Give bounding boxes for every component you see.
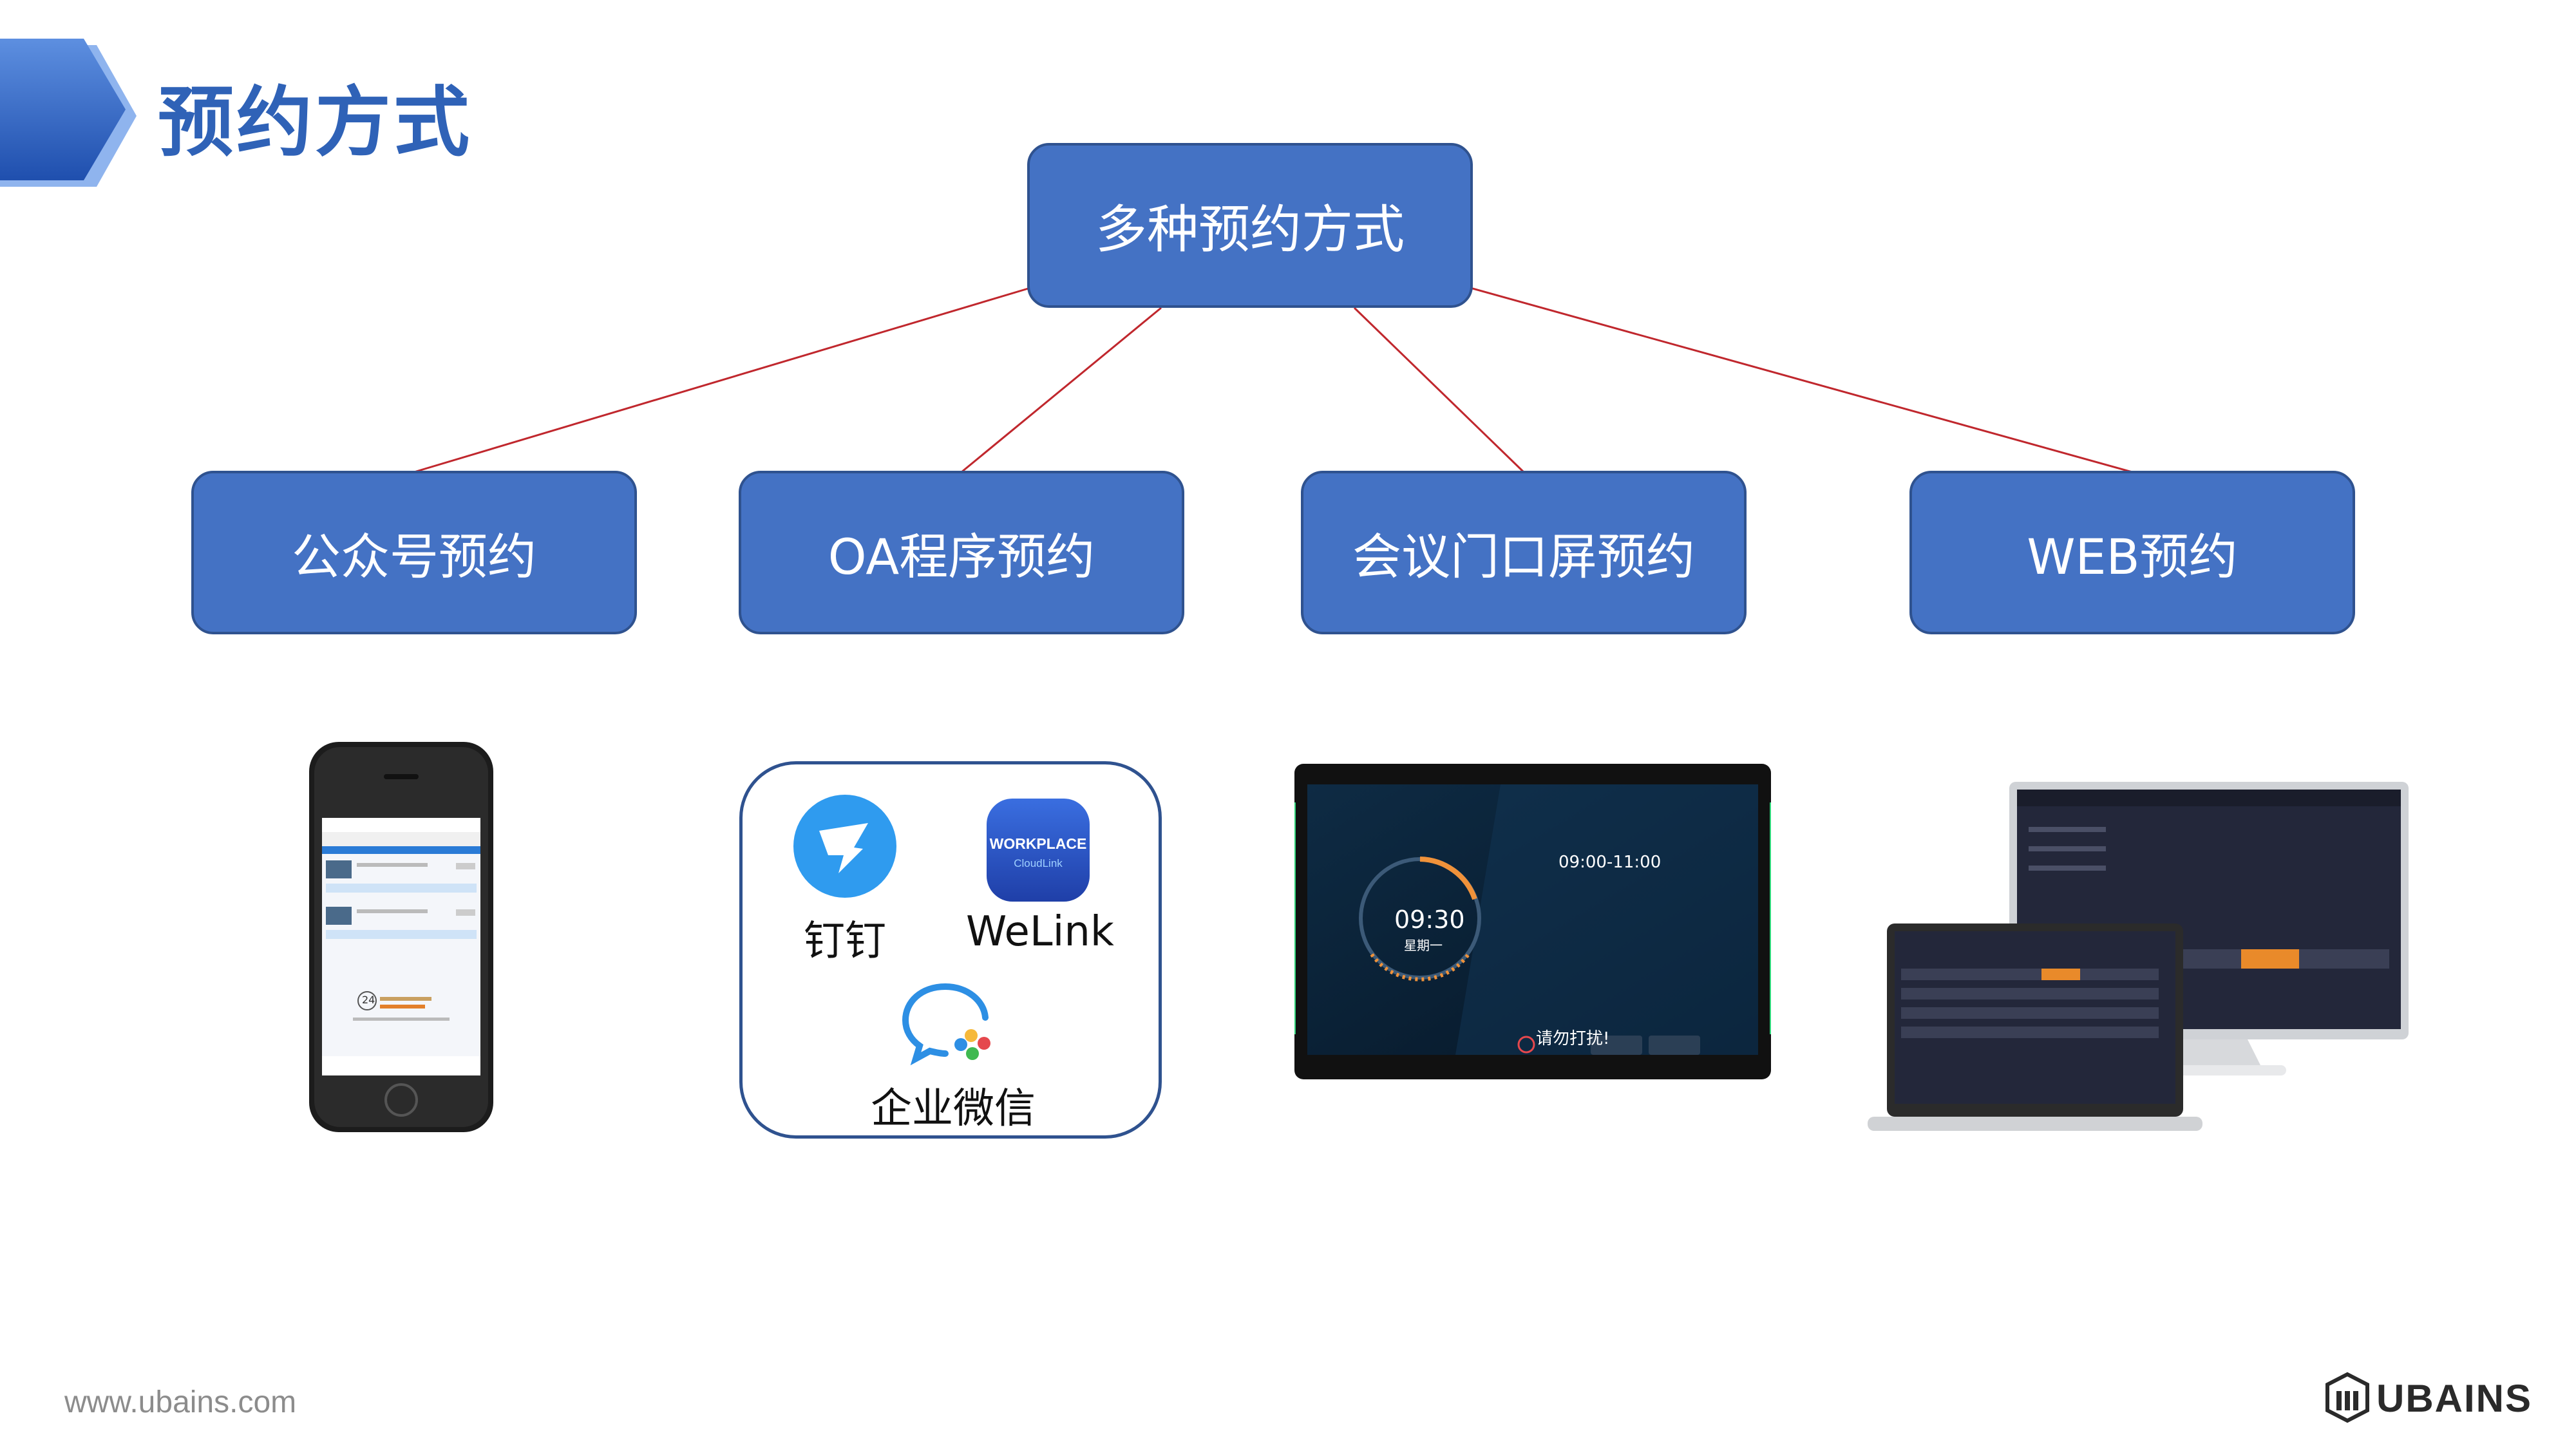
ubains-logo-text: UBAINS — [2376, 1377, 2533, 1420]
door-screen-time-range: 09:00-11:00 — [1558, 853, 1662, 872]
web-devices-image — [1868, 782, 2409, 1131]
dingtalk-label: 钉钉 — [804, 918, 886, 965]
node-web: WEB预约 — [1909, 471, 2355, 634]
node-door-screen: 会议门口屏预约 — [1301, 471, 1747, 634]
welink-icon-text: WORKPLACE — [990, 835, 1087, 852]
header-banner — [0, 39, 137, 187]
door-screen-status: 请勿打扰! — [1536, 1029, 1610, 1048]
phone-hotline-number: 24 — [362, 994, 375, 1006]
ubains-logo-icon — [2325, 1372, 2369, 1423]
door-screen-weekday: 星期一 — [1404, 938, 1443, 953]
dingtalk-icon — [793, 795, 896, 898]
smartphone-image — [309, 742, 493, 1132]
door-screen-image — [1294, 764, 1771, 1079]
welink-icon-subtext: CloudLink — [1014, 857, 1063, 869]
door-screen-clock: 09:30 — [1394, 905, 1465, 934]
page-title: 预约方式 — [158, 78, 473, 167]
footer-url[interactable]: www.ubains.com — [64, 1385, 297, 1419]
wecom-icon — [902, 983, 990, 1066]
node-wechat-public: 公众号预约 — [191, 471, 637, 634]
welink-icon: WORKPLACE CloudLink — [987, 799, 1090, 902]
node-oa-app: OA程序预约 — [739, 471, 1184, 634]
root-node: 多种预约方式 — [1027, 143, 1473, 308]
wecom-label: 企业微信 — [871, 1085, 1036, 1133]
welink-label: WeLink — [966, 908, 1114, 956]
